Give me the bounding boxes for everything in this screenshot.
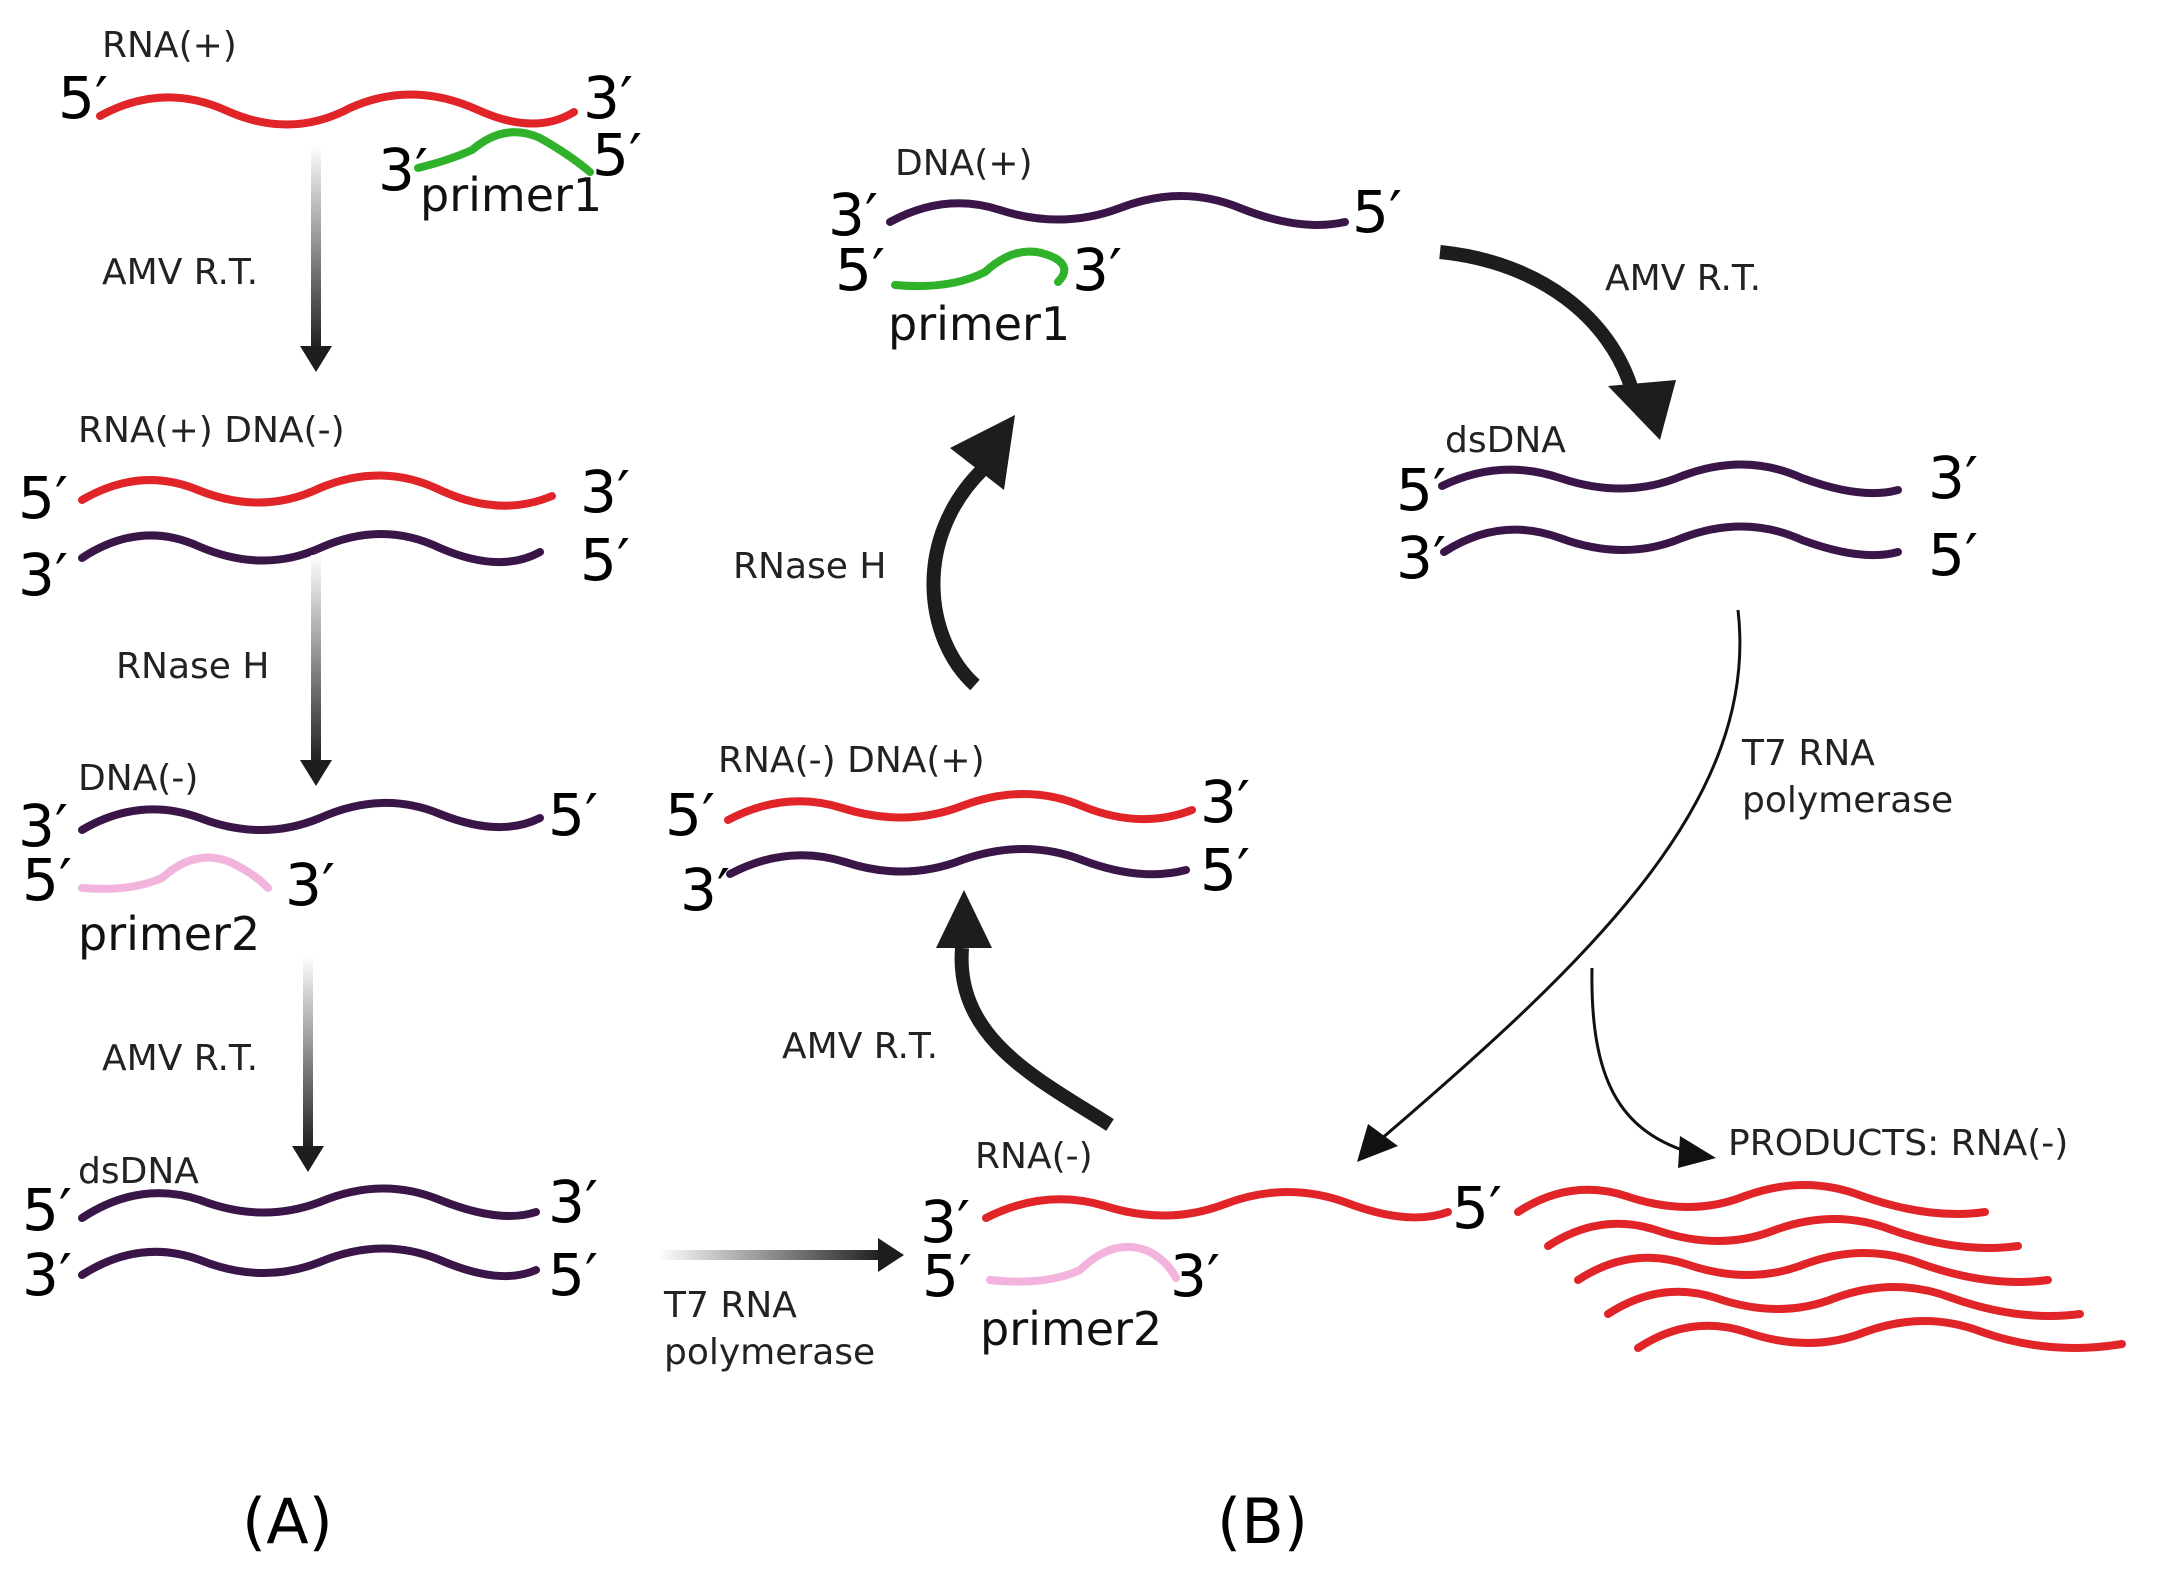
step2-label: RNase H (116, 646, 269, 687)
dsdna-a-bottom-5-end: 5′ (548, 1241, 598, 1309)
dna-plus-5-end: 5′ (1352, 178, 1402, 246)
rna-plus-strand (96, 90, 578, 129)
hybrid-b-label: RNA(-) DNA(+) (718, 740, 985, 781)
primer1-b-3-end: 3′ (1072, 236, 1122, 304)
hybrid-b-rna-strand (724, 790, 1196, 824)
hybrid-a-rna-strand (78, 471, 556, 510)
dsdna-a-bottom-strand (78, 1244, 540, 1281)
rna-minus-strand (982, 1188, 1452, 1222)
primer1-b-label: primer1 (888, 297, 1070, 351)
t7-arrow-to-products-head (1678, 1136, 1716, 1168)
dna-plus-strand (886, 192, 1349, 229)
step3-label: AMV R.T. (102, 1038, 258, 1079)
primer2-b-5-end: 5′ (922, 1242, 972, 1310)
dsdna-a-bottom-3-end: 3′ (22, 1241, 72, 1309)
t7-label-line1: T7 RNA (1741, 733, 1875, 774)
t7-arrow-to-products (1590, 967, 1689, 1154)
step1-arrow-stem (311, 145, 321, 350)
transition-arrow-head (878, 1238, 904, 1272)
transition-label-line1: T7 RNA (663, 1285, 797, 1326)
hybrid-a-rna-3-end: 3′ (580, 458, 630, 526)
dsdna-b-bottom-3-end: 3′ (1396, 524, 1446, 592)
dsdna-a-label: dsDNA (78, 1151, 199, 1192)
product-strand (1574, 1249, 2052, 1286)
hybrid-a-dna-5-end: 5′ (580, 526, 630, 594)
t7-arrow-to-template (1379, 609, 1742, 1142)
hybrid-a-dna-strand (78, 530, 544, 567)
product-strand (1514, 1181, 1989, 1218)
rnase-label: RNase H (733, 546, 886, 587)
primer1-b-5-end: 5′ (835, 236, 885, 304)
primer1-label: primer1 (420, 168, 602, 222)
panel-a-label: (A) (242, 1485, 333, 1558)
products-label: PRODUCTS: RNA(-) (1728, 1123, 2068, 1164)
transition-label-line2: polymerase (664, 1332, 875, 1373)
step1-arrow-head (300, 346, 332, 372)
dna-minus-label: DNA(-) (78, 758, 198, 799)
primer2-b-label: primer2 (980, 1302, 1162, 1356)
hybrid-a-dna-3-end: 3′ (18, 541, 68, 609)
product-strand (1634, 1317, 2126, 1352)
product-strand (1604, 1283, 2084, 1320)
dna-minus-5-end: 5′ (548, 781, 598, 849)
hybrid-a-label: RNA(+) DNA(-) (78, 410, 345, 451)
dsdna-b-top-3-end: 3′ (1928, 444, 1978, 512)
dna-minus-3-end: 3′ (18, 792, 68, 860)
transition-arrow-stem (658, 1250, 883, 1260)
primer2-b-3-end: 3′ (1170, 1242, 1220, 1310)
hybrid-b-dna-3-end: 3′ (680, 856, 730, 924)
product-strands (1514, 1181, 2126, 1352)
rt1-label: AMV R.T. (782, 1026, 938, 1067)
rt2-label: AMV R.T. (1605, 258, 1761, 299)
hybrid-b-rna-5-end: 5′ (665, 781, 715, 849)
rna-minus-5-end: 5′ (1452, 1174, 1502, 1242)
primer2-a-label: primer2 (78, 907, 260, 961)
step1-label: AMV R.T. (102, 252, 258, 293)
dna-plus-label: DNA(+) (895, 143, 1033, 184)
dsdna-b-bottom-5-end: 5′ (1928, 521, 1978, 589)
rnase-arrow-head (950, 415, 1015, 490)
panel-b-label: (B) (1217, 1485, 1308, 1558)
t7-label-line2: polymerase (1742, 780, 1953, 821)
product-strand (1544, 1215, 2022, 1252)
primer1-5-end: 5′ (592, 121, 642, 189)
hybrid-b-dna-strand (726, 845, 1190, 879)
rt1-arrow (954, 947, 1114, 1131)
primer2-a-5-end: 5′ (22, 846, 72, 914)
step2-arrow-stem (311, 555, 321, 765)
rna-plus-3-end: 3′ (583, 64, 633, 132)
primer1-b-strand (891, 247, 1069, 291)
hybrid-b-dna-5-end: 5′ (1200, 836, 1250, 904)
dna-plus-3-end: 3′ (828, 181, 878, 249)
hybrid-a-rna-5-end: 5′ (18, 464, 68, 532)
rna-minus-label: RNA(-) (975, 1136, 1093, 1177)
rnase-arrow (926, 465, 987, 691)
primer2-a-3-end: 3′ (285, 851, 335, 919)
t7-arrow-to-template-head (1357, 1124, 1398, 1162)
step3-arrow-stem (303, 955, 313, 1150)
dsdna-b-top-strand (1438, 460, 1902, 498)
rna-minus-3-end: 3′ (920, 1188, 970, 1256)
primer1-strand (414, 128, 594, 176)
primer2-b-strand (986, 1242, 1180, 1286)
dsdna-a-top-3-end: 3′ (548, 1168, 598, 1236)
step3-arrow-head (292, 1146, 324, 1172)
rt2-arrow-head (1608, 380, 1676, 440)
hybrid-b-rna-3-end: 3′ (1200, 768, 1250, 836)
dsdna-a-top-5-end: 5′ (22, 1176, 72, 1244)
rna-plus-label: RNA(+) (102, 25, 237, 66)
primer2-a-strand (78, 853, 272, 893)
dsdna-b-bottom-strand (1440, 522, 1902, 560)
rt1-arrow-head (936, 890, 992, 948)
step2-arrow-head (300, 760, 332, 786)
dsdna-b-top-5-end: 5′ (1396, 456, 1446, 524)
dsdna-b-label: dsDNA (1445, 420, 1566, 461)
dsdna-a-top-strand (78, 1184, 540, 1222)
rna-plus-5-end: 5′ (58, 64, 108, 132)
rt2-arrow (1439, 245, 1639, 393)
dna-minus-strand (78, 799, 544, 834)
